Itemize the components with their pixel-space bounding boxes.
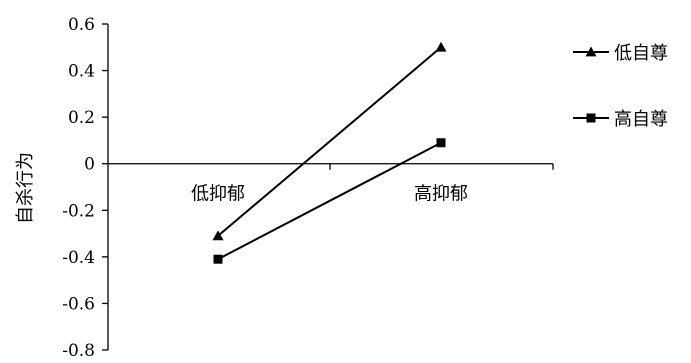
y-tick-label: -0.6: [62, 294, 95, 314]
series-line-high-self-esteem: [217, 141, 442, 261]
x-category-label: 低抑郁: [191, 184, 245, 205]
data-point: [436, 138, 446, 148]
y-tick-label: -0.4: [62, 248, 95, 268]
y-tick-label: 0.2: [68, 108, 95, 128]
y-axis: 0.6 0.4 0.2 0 -0.2 -0.4 -0.6 -0.8: [62, 15, 109, 361]
y-tick-label: -0.2: [62, 201, 95, 221]
data-point: [213, 254, 223, 264]
data-point: [435, 41, 447, 52]
y-tick-label: 0: [84, 155, 95, 175]
y-tick-label: -0.8: [62, 341, 95, 359]
legend-marker: [586, 113, 596, 123]
legend-label: 低自尊: [614, 43, 668, 64]
y-tick-label: 0.6: [68, 15, 95, 35]
data-point: [212, 230, 224, 241]
series-line-low-self-esteem: [217, 46, 442, 237]
y-tick-label: 0.4: [68, 62, 95, 82]
series-layer: [212, 41, 447, 264]
y-axis-label: 自杀行为: [15, 152, 36, 224]
x-category-label: 高抑郁: [414, 184, 468, 205]
legend-label: 高自尊: [614, 109, 668, 130]
legend-marker: [585, 46, 597, 57]
x-axis: 低抑郁 高抑郁: [108, 163, 554, 205]
